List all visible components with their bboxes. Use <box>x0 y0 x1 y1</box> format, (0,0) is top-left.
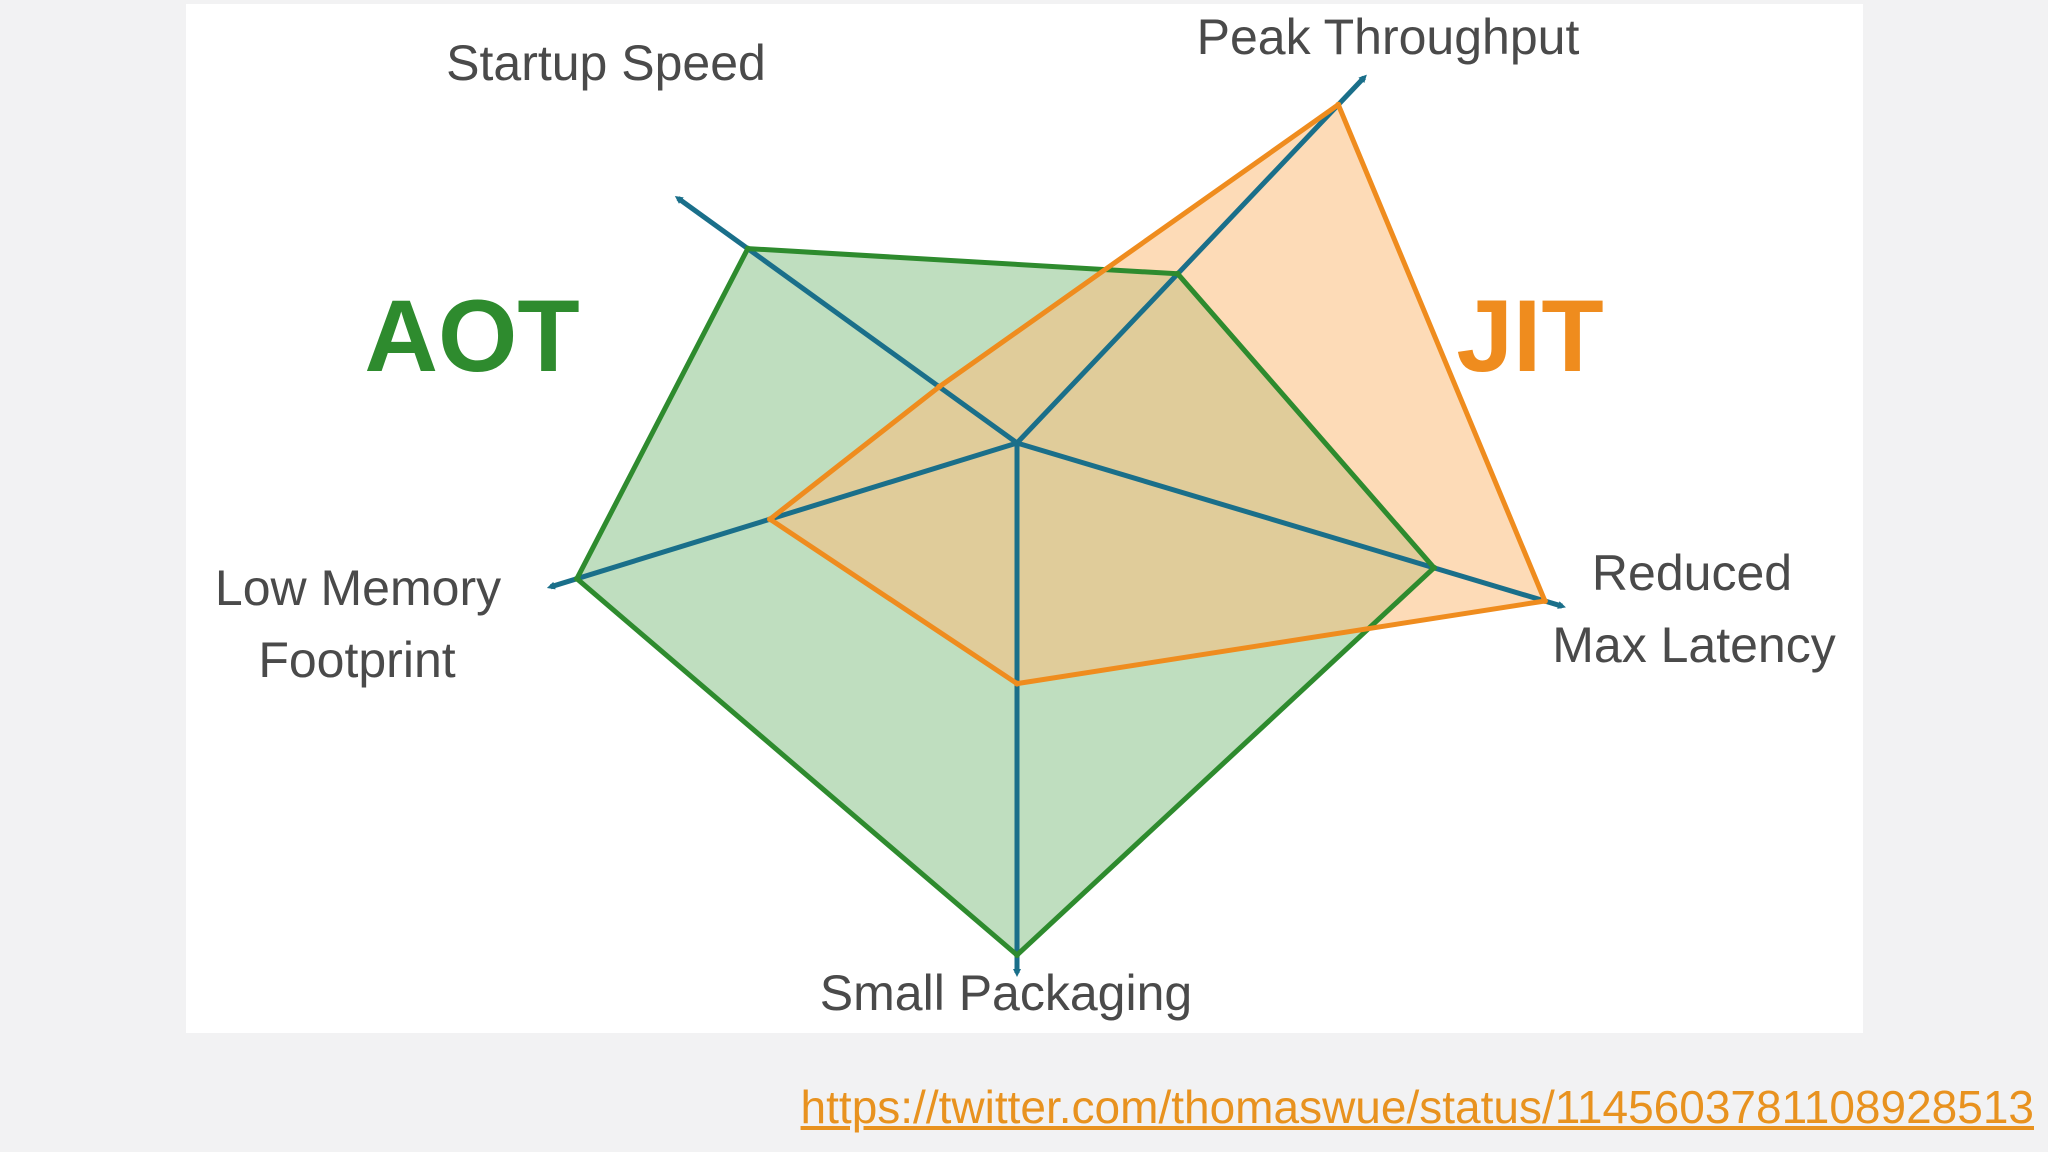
series-label-jit: JIT <box>1456 279 1603 393</box>
data-point-aot-reduced-max-latency <box>1431 564 1437 571</box>
source-link[interactable]: https://twitter.com/thomaswue/status/114… <box>800 1081 2034 1133</box>
data-point-jit-peak-throughput <box>1335 101 1342 108</box>
axis-label-startup-speed: Startup Speed <box>446 35 766 91</box>
series-outline-layer <box>546 74 1566 977</box>
axis-label-small-packaging: Small Packaging <box>820 965 1192 1021</box>
axis-label-low-memory-line1: Low Memory <box>215 560 501 616</box>
data-point-aot-startup-speed <box>744 245 751 252</box>
data-point-aot-peak-throughput <box>1174 270 1181 277</box>
data-point-jit-low-memory-footprint <box>767 516 773 523</box>
axis-reduced-max-latency <box>1016 440 1566 609</box>
data-point-aot-small-packaging <box>1014 952 1020 958</box>
axis-label-low-memory-line2: Footprint <box>258 632 455 688</box>
axis-label-peak-throughput: Peak Throughput <box>1197 9 1580 65</box>
axis-startup-speed <box>674 195 1019 446</box>
data-point-jit-small-packaging <box>1014 680 1020 687</box>
axis-low-memory-footprint <box>546 440 1018 590</box>
series-outline-jit <box>767 102 1548 687</box>
data-point-jit-reduced-max-latency <box>1541 598 1548 604</box>
series-label-aot: AOT <box>364 279 579 393</box>
axis-peak-throughput <box>1015 74 1367 445</box>
data-point-jit-startup-speed <box>936 383 943 390</box>
series-layer <box>576 104 1545 956</box>
axis-label-reduced-max-latency-line1: Reduced <box>1592 545 1792 601</box>
data-point-aot-low-memory-footprint <box>573 575 580 582</box>
series-fill-jit <box>770 104 1545 684</box>
axis-label-reduced-max-latency-line2: Max Latency <box>1552 617 1835 673</box>
